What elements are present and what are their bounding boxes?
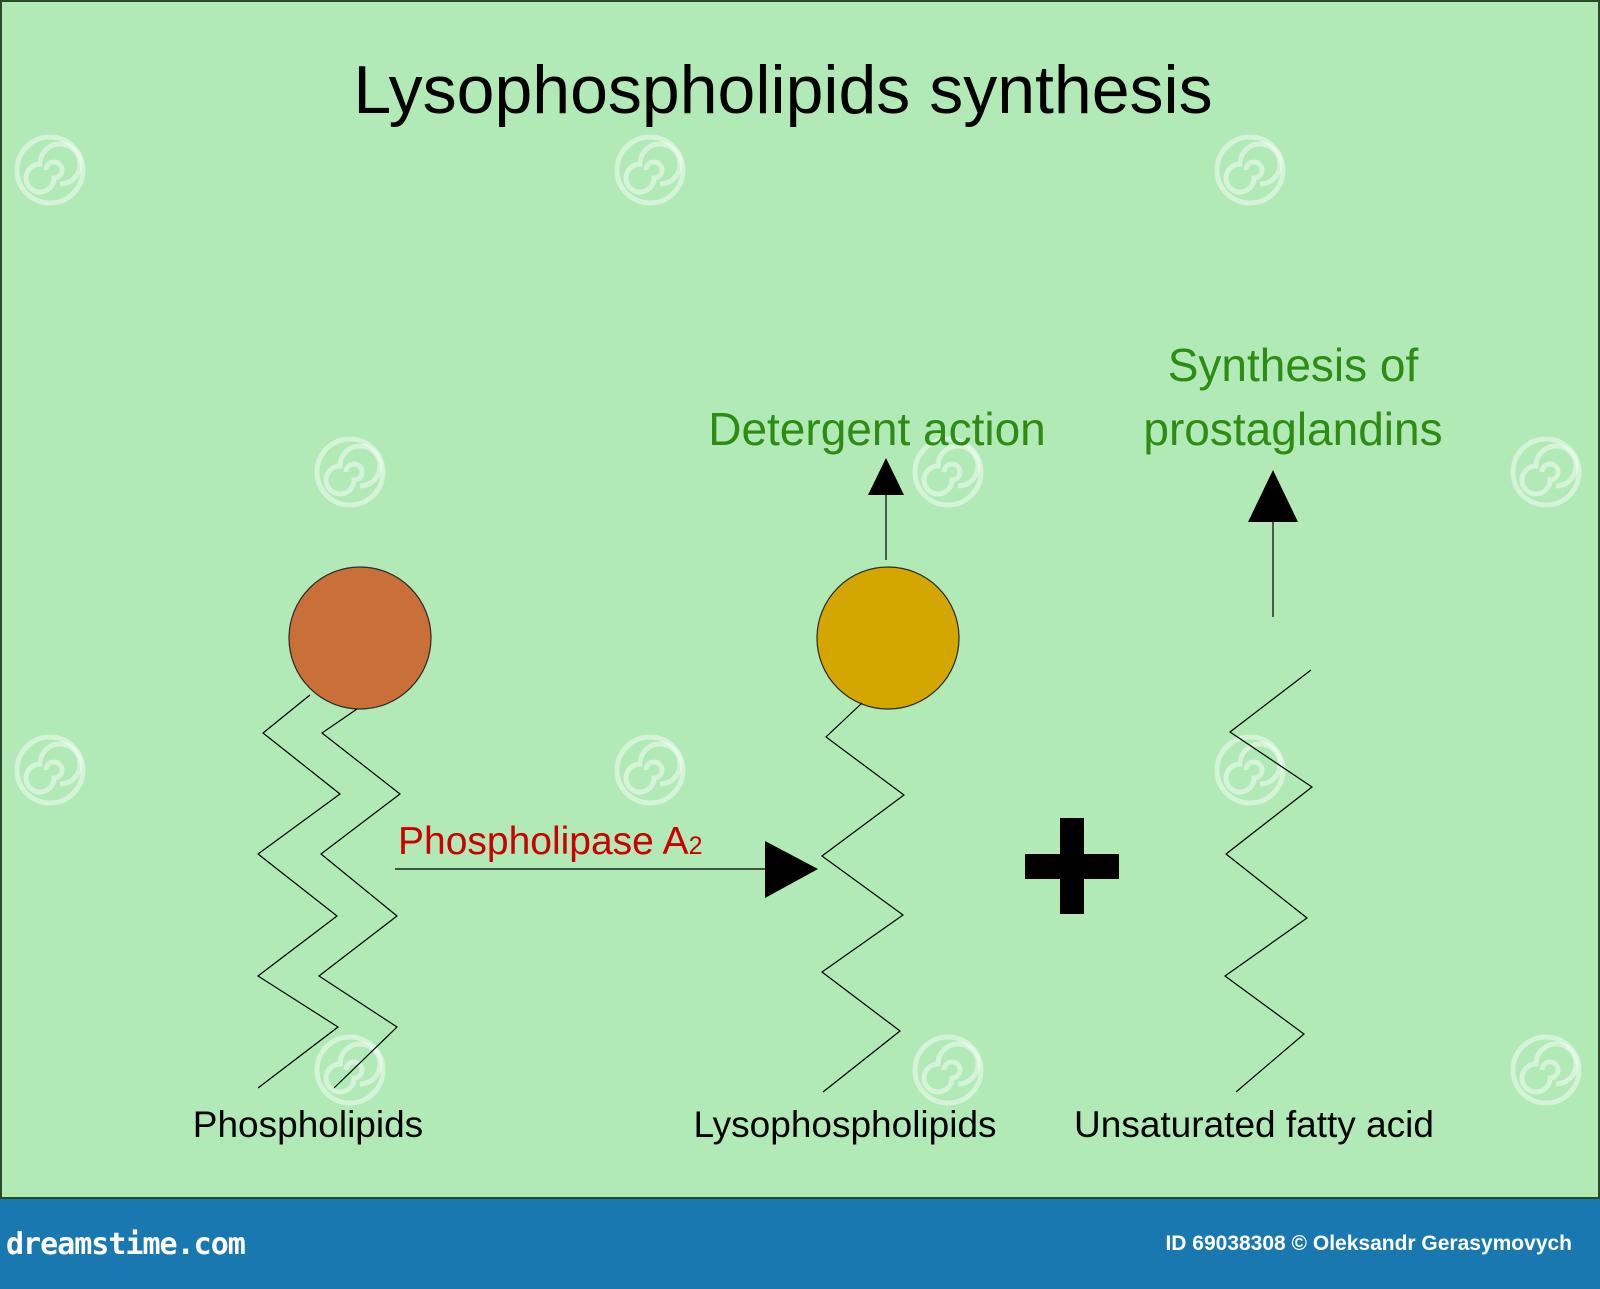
watermark-spiral-outer	[1214, 134, 1286, 206]
watermark-layer	[14, 134, 1582, 1106]
phospholipid-tail-right	[317, 708, 401, 1089]
footer-credit: ID 69038308 © Oleksandr Gerasymovych	[1165, 1232, 1572, 1255]
watermark-spiral-outer	[1510, 436, 1582, 508]
phospholipid-tail-left	[256, 694, 341, 1089]
phospholipid-molecule	[256, 566, 432, 1089]
watermark-spiral-inner	[921, 1041, 981, 1095]
watermark-spiral-outer	[314, 436, 386, 508]
detergent-arrowhead	[868, 458, 904, 495]
diagram-title: Lysophospholipids synthesis	[353, 52, 1212, 128]
prostaglandin-arrowhead	[1248, 470, 1298, 522]
synthesis-label-line1: Synthesis of	[1168, 339, 1419, 391]
watermark-spiral-inner	[1223, 141, 1283, 195]
synthesis-label-line2: prostaglandins	[1143, 403, 1442, 455]
watermark-spiral-inner	[921, 443, 981, 497]
phospholipids-label: Phospholipids	[193, 1104, 423, 1145]
watermark-spiral-inner	[1223, 741, 1283, 795]
watermark-spiral-outer	[14, 734, 86, 806]
lysophospholipids-label: Lysophospholipids	[693, 1104, 996, 1145]
watermark-spiral-inner	[23, 741, 83, 795]
footer-bar: dreamstime.com ID 69038308 © Oleksandr G…	[0, 1199, 1600, 1289]
diagram-background	[0, 0, 1600, 1199]
watermark-spiral-inner	[1519, 443, 1579, 497]
lysophospholipid-head	[816, 566, 960, 710]
watermark-spiral-inner	[323, 1041, 383, 1095]
watermark-spiral-outer	[314, 1034, 386, 1106]
detergent-arrow	[868, 458, 904, 560]
enzyme-label: Phospholipase A2	[398, 820, 702, 863]
detergent-label: Detergent action	[708, 403, 1046, 455]
watermark-spiral-inner	[623, 741, 683, 795]
lysophospholipid-molecule	[816, 566, 960, 1093]
fatty-acid-chain	[1223, 669, 1314, 1093]
lysophospholipid-synthesis-diagram: Lysophospholipids synthesis Phospholipas…	[0, 0, 1600, 1199]
watermark-spiral-outer	[912, 1034, 984, 1106]
watermark-spiral-outer	[1510, 1034, 1582, 1106]
watermark-spiral-inner	[1519, 1041, 1579, 1095]
watermark-spiral-outer	[614, 734, 686, 806]
plus-sign	[1025, 818, 1119, 914]
enzyme-subscript: 2	[689, 832, 703, 860]
watermark-spiral-outer	[14, 134, 86, 206]
watermark-spiral-outer	[912, 436, 984, 508]
phospholipid-head	[288, 566, 432, 710]
prostaglandin-arrow	[1248, 470, 1298, 617]
lysophospholipid-tail	[820, 702, 906, 1093]
reaction-arrow	[395, 841, 818, 898]
watermark-spiral-inner	[623, 141, 683, 195]
reaction-arrowhead	[765, 841, 818, 898]
watermark-spiral-outer	[614, 134, 686, 206]
fatty-acid-label: Unsaturated fatty acid	[1074, 1104, 1434, 1145]
watermark-spiral-inner	[323, 443, 383, 497]
watermark-spiral-outer	[1214, 734, 1286, 806]
footer-logo[interactable]: dreamstime.com	[6, 1227, 246, 1262]
watermark-spiral-inner	[23, 141, 83, 195]
